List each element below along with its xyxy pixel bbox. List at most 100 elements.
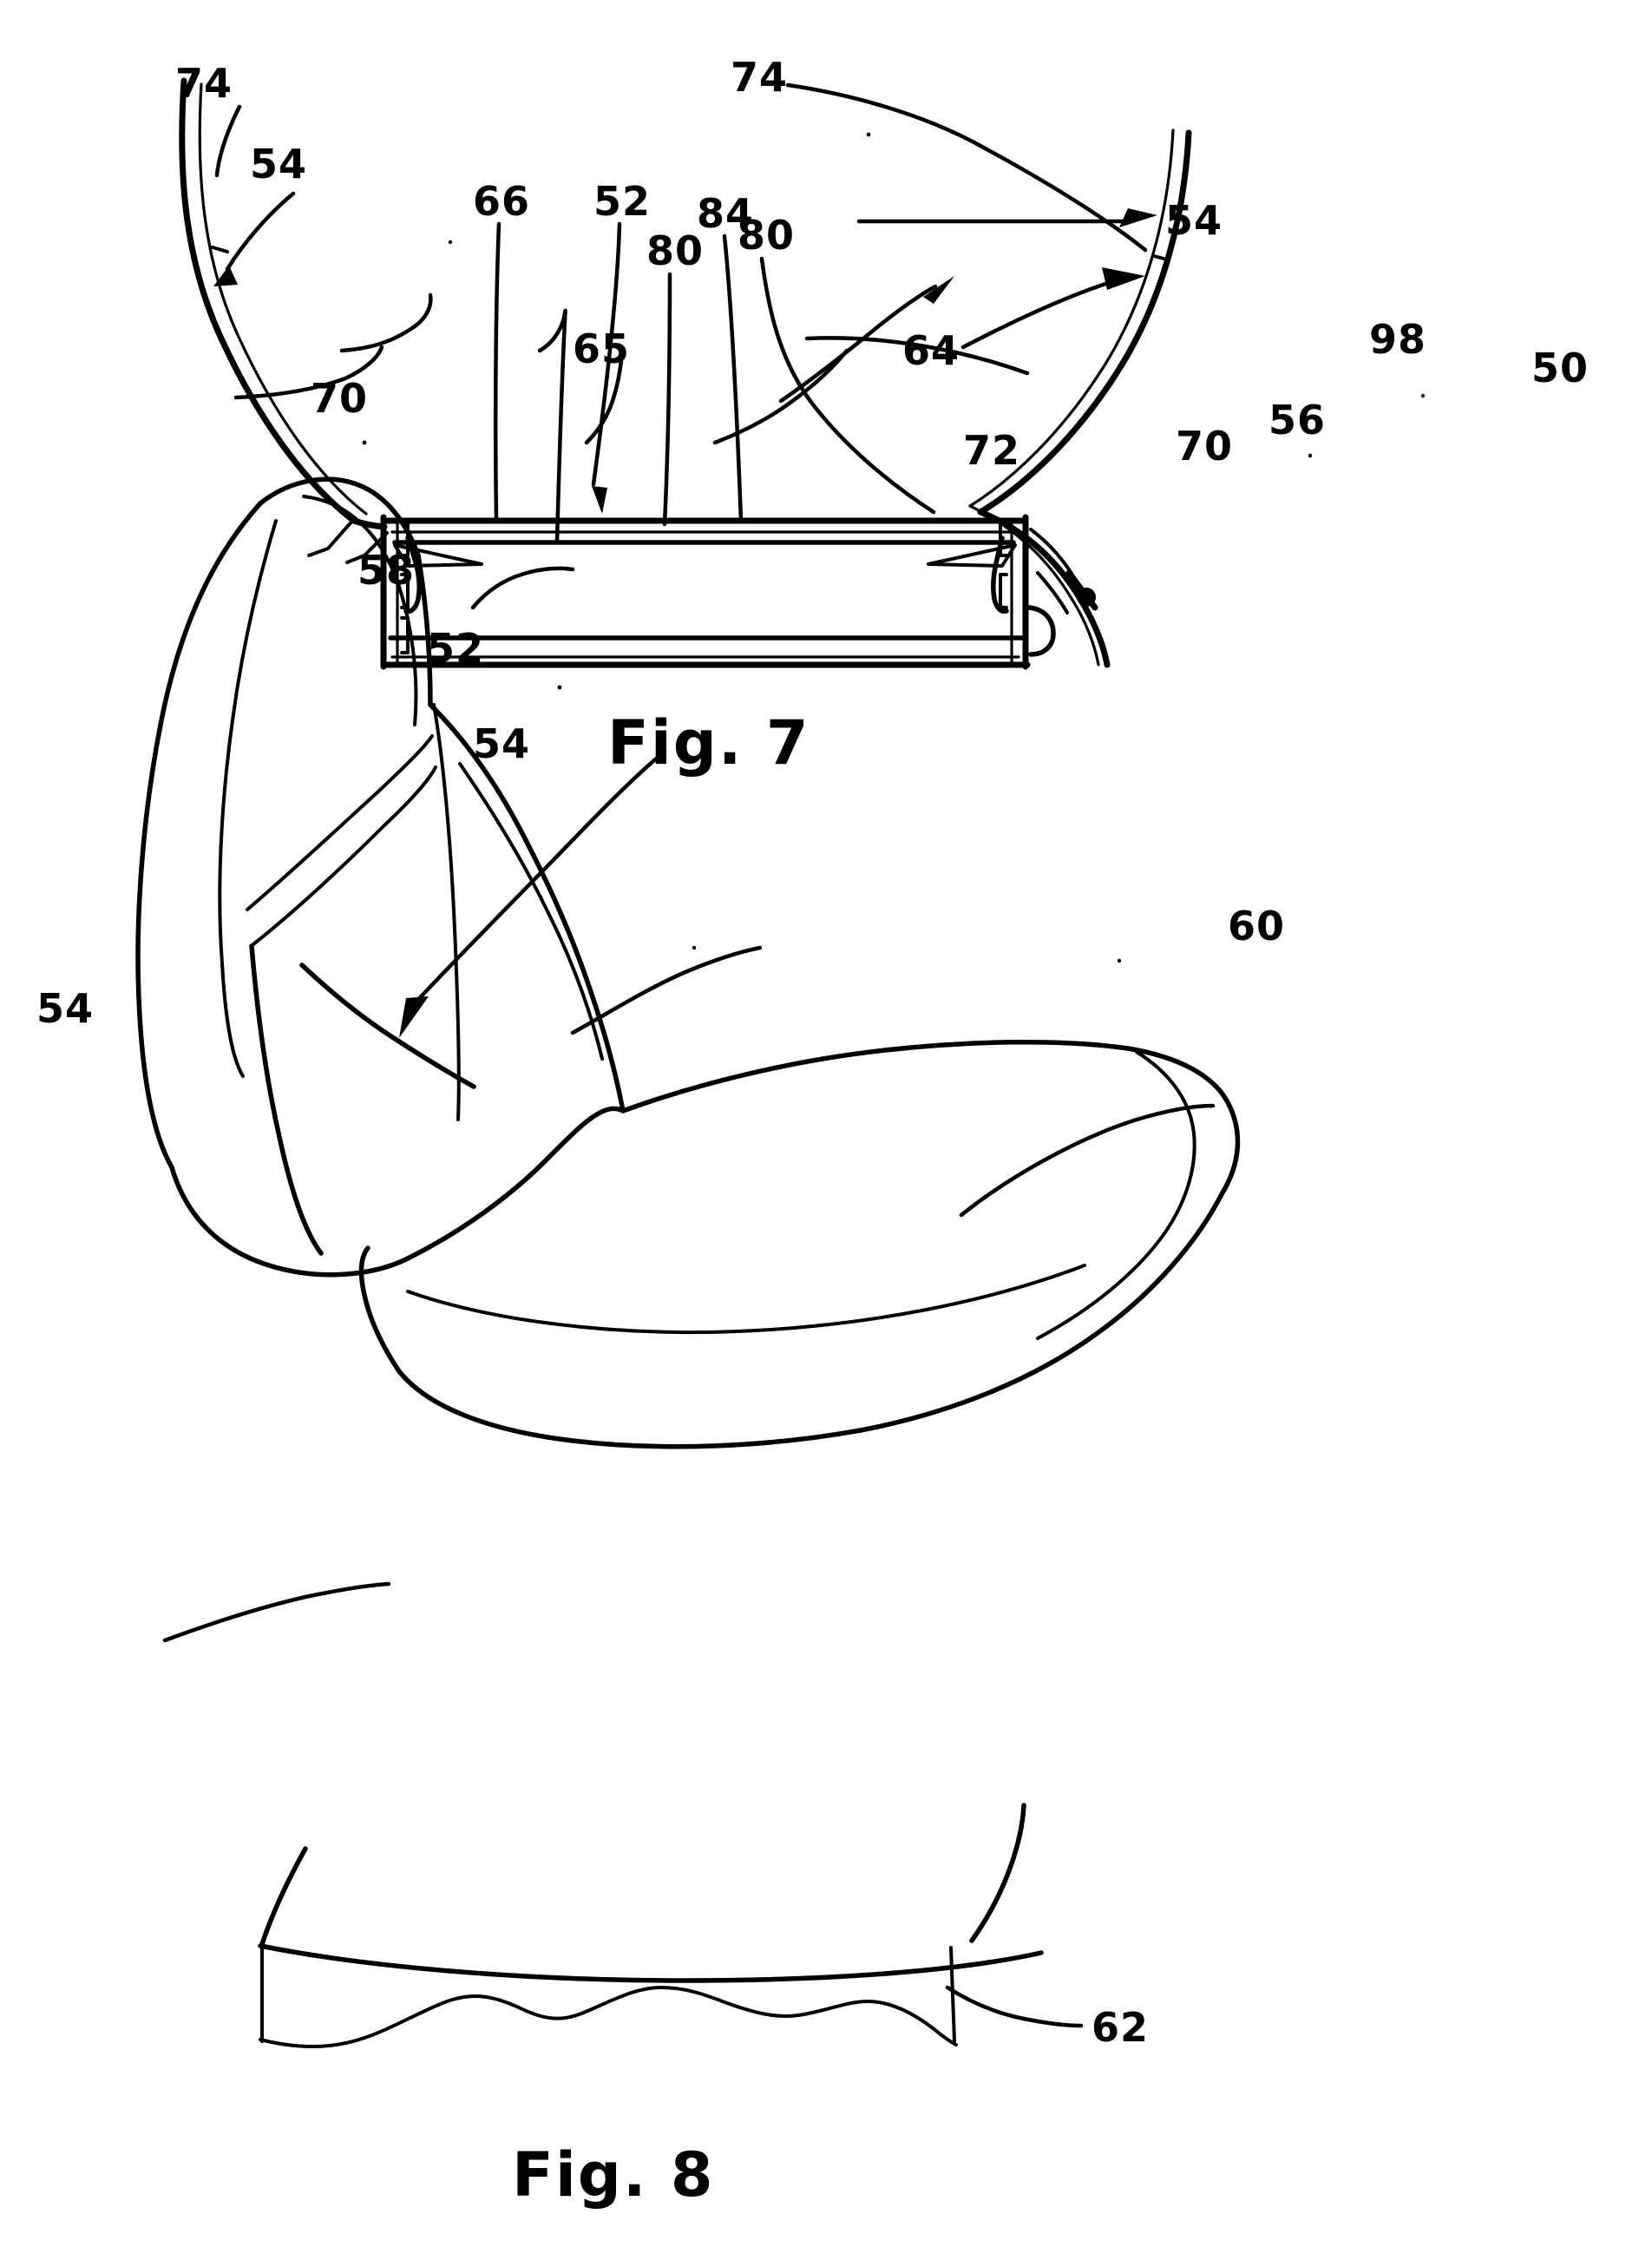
leader-84	[722, 233, 744, 523]
refnum-64: 64	[902, 327, 960, 374]
left-arm-inner-line	[198, 82, 368, 516]
figure-8-caption: Fig. 8	[512, 2139, 715, 2211]
refnum-62: 62	[1092, 2004, 1149, 2051]
leader-98	[804, 336, 1030, 376]
right-inner-flap2	[1036, 571, 1069, 614]
arrowhead-52-fig7	[592, 486, 607, 514]
right-skin-inner	[968, 504, 1100, 667]
left-clip-hook	[403, 535, 422, 614]
right-gusset-brace	[927, 543, 1017, 568]
scan-speck-5	[362, 440, 367, 445]
cushion-top-front-nose	[1125, 1046, 1241, 1197]
arrowhead-50	[1102, 267, 1145, 290]
leader-50	[960, 277, 1122, 350]
attachment-node-dot	[1077, 588, 1096, 607]
seatback-outer-left-silhouette	[135, 501, 263, 1170]
scan-speck-8	[692, 945, 697, 950]
scan-speck-7	[1117, 958, 1122, 963]
refnum-60: 60	[1228, 903, 1285, 949]
seatback-face-contour	[302, 495, 418, 726]
left-arm-seam-tick	[211, 246, 229, 253]
leader-54-fig8-upper	[570, 945, 763, 1035]
refnum-50: 50	[1531, 345, 1589, 391]
leader-54-fig8-lower	[162, 1581, 391, 1643]
left-gusset-web	[345, 531, 389, 564]
seatback-lower-silhouette	[169, 1165, 410, 1278]
left-gusset-web2	[307, 517, 356, 557]
seatback-cushion-junction	[405, 1106, 626, 1261]
scan-speck-4	[1308, 453, 1313, 458]
refnum-54-left: 54	[250, 141, 307, 187]
leader-80-a	[662, 272, 672, 527]
scan-speck-2	[448, 240, 453, 245]
refnum-52-fig7: 52	[593, 178, 651, 225]
refnum-70-left: 70	[311, 375, 368, 422]
leader-62	[945, 1985, 1084, 2028]
cushion-right-side-contour	[858, 1192, 1224, 1433]
refnum-70-right: 70	[1176, 423, 1233, 470]
leader-80-b	[759, 256, 936, 515]
cushion-nose-inner-seam	[1036, 1050, 1196, 1340]
refnum-54-fig8-lower: 54	[36, 985, 94, 1032]
refnum-65: 65	[573, 325, 630, 372]
seatback-inner-crown-line	[218, 519, 278, 1078]
seatback-lower-side-edge	[299, 963, 476, 1089]
cushion-to-base-right-connector	[969, 1803, 1026, 1943]
refnum-84: 84	[697, 190, 754, 237]
leader-52-fig7	[591, 221, 622, 487]
base-right-vertical	[949, 1946, 956, 2043]
scan-speck-3	[1420, 393, 1426, 398]
leader-70-right	[712, 348, 849, 445]
leader-65	[339, 292, 433, 353]
leader-66	[493, 221, 502, 521]
refnum-74-left: 74	[175, 60, 233, 107]
scan-speck-1	[866, 132, 871, 137]
refnum-52-fig8: 52	[427, 625, 484, 672]
cushion-to-base-left-connector	[259, 1846, 308, 1947]
leader-74-right	[785, 82, 1148, 253]
refnum-54-fig8-upper: 54	[473, 720, 530, 767]
arrowhead-54-left	[213, 266, 238, 286]
refnum-72: 72	[963, 427, 1020, 474]
cushion-top-rear-edge	[620, 1039, 1131, 1114]
cushion-left-lower-tiein	[358, 1245, 402, 1374]
leader-52-fig8	[412, 749, 667, 1006]
refnum-58: 58	[357, 547, 415, 594]
refnum-98: 98	[1369, 316, 1426, 363]
base-top-edge	[258, 1943, 1044, 1983]
leader-70-left	[233, 345, 384, 400]
figure-7-group: 74 54 66 52 80 84 80 74 54 98 50 65 64 7…	[175, 54, 1589, 779]
leader-56	[778, 284, 938, 404]
left-post-notch-c	[400, 616, 410, 654]
right-post-lip	[1026, 605, 1056, 657]
right-arm-outer-line	[977, 129, 1192, 516]
refnum-80-b: 80	[738, 212, 795, 259]
seatback-right-bolster-edge	[416, 553, 433, 707]
arrowhead-52-fig8	[399, 996, 429, 1038]
arrowhead-56	[923, 276, 954, 304]
refnum-80-a: 80	[646, 227, 704, 274]
leader-74-left	[214, 104, 242, 178]
right-post-notch-b	[999, 573, 1008, 609]
seatback-top-crown	[258, 476, 421, 558]
scan-speck-6	[557, 685, 562, 690]
right-arm-seam-tick	[1152, 254, 1169, 261]
right-skin-outer	[977, 509, 1111, 668]
seatback-front-bolster	[249, 943, 324, 1256]
refnum-74-right: 74	[731, 54, 788, 101]
leader-72	[584, 358, 624, 445]
right-clip-hook	[990, 535, 1009, 614]
figure-7-caption: Fig. 7	[607, 707, 810, 779]
leader-54-left	[225, 191, 296, 272]
cushion-front-face-seam	[406, 1264, 1086, 1335]
seatback-right-inner-contour	[458, 762, 604, 1061]
cushion-front-bottom-edge	[397, 1369, 863, 1449]
leader-60	[959, 1103, 1216, 1218]
figure-8-group: 58 52 54 60 54 62 Fig. 8	[36, 476, 1285, 2211]
refnum-54-right: 54	[1165, 197, 1223, 244]
refnum-56: 56	[1268, 397, 1326, 443]
seatback-bolster-inner-line	[432, 703, 461, 1121]
seatback-outer-right-silhouette	[428, 702, 626, 1114]
